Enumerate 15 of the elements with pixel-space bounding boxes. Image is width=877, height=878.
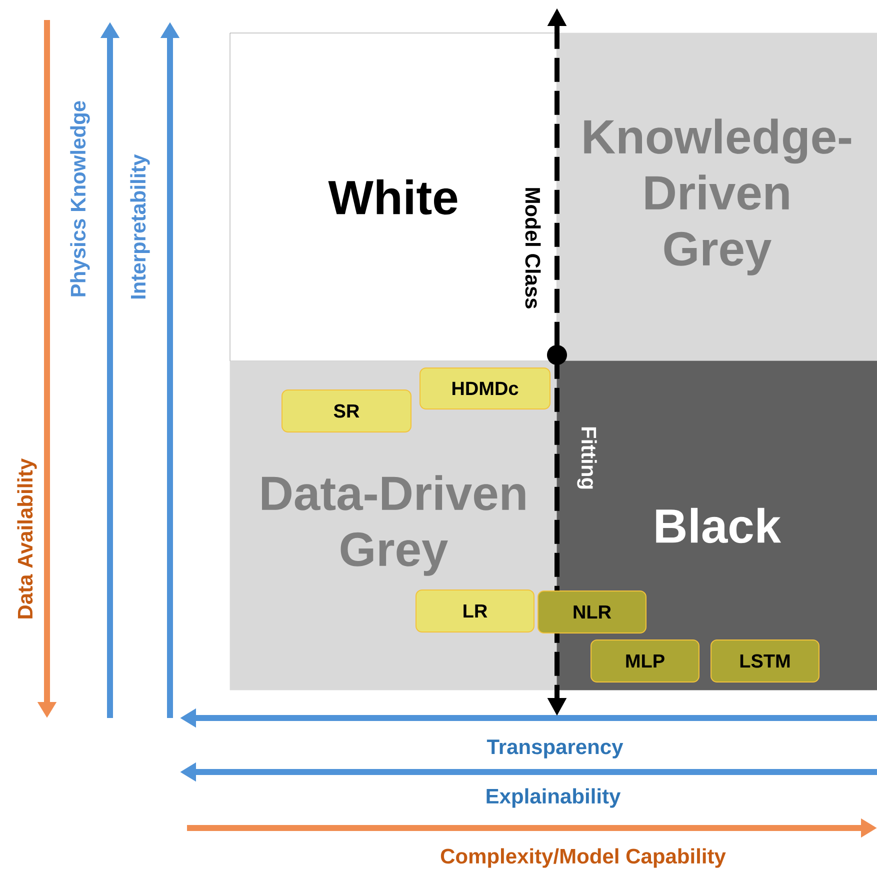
- method-tag: LSTM: [710, 640, 820, 682]
- axis-label: Interpretability: [130, 154, 150, 299]
- axis-label: Transparency: [486, 740, 624, 758]
- axis-label: Explainability: [486, 788, 621, 808]
- quadrant-region: Knowledge-Driven Grey: [556, 32, 877, 362]
- axis-label: Fitting: [577, 427, 597, 489]
- axis-label: Physics Knowledge: [70, 101, 90, 296]
- method-tag: LR: [416, 590, 534, 632]
- method-tag: SR: [282, 390, 412, 432]
- method-tag: NLR: [538, 590, 646, 634]
- axis-label: Complexity/Model Capability: [440, 848, 726, 868]
- axis-label: Model Class: [525, 188, 541, 308]
- method-tag: MLP: [590, 640, 700, 682]
- axis-label: Data Availability: [17, 458, 37, 618]
- method-tag: HDMDc: [420, 368, 550, 410]
